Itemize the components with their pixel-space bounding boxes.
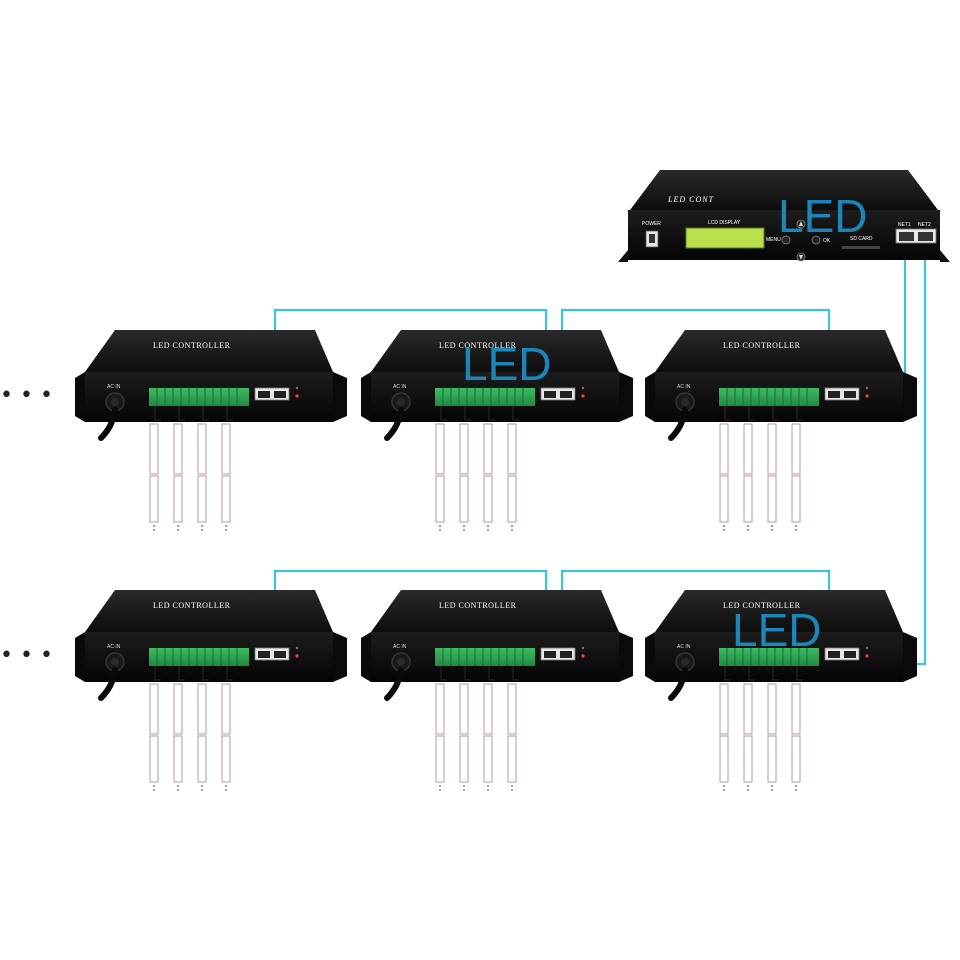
led-strip-icon — [767, 683, 777, 792]
sub-controller-r1-c1: LED CONTROLLER AC IN — [75, 330, 347, 438]
led-strip-icon — [221, 423, 231, 532]
sd-card-label: SD CARD — [850, 236, 873, 242]
ethernet-port-icon[interactable] — [895, 228, 937, 244]
led-strips-r1-c3 — [719, 423, 801, 532]
controller-title: LED CONTROLLER — [723, 341, 801, 350]
controller-title: LED CONTROLLER — [153, 341, 231, 350]
sd-card-slot — [842, 246, 880, 249]
ac-in-label: AC IN — [107, 644, 121, 650]
led-strip-icon — [483, 683, 493, 792]
led-strip-icon — [197, 683, 207, 792]
led-strip-icon — [483, 423, 493, 532]
sub-controller-r2-c3: LED CONTROLLER AC IN — [645, 590, 917, 698]
controller-title: LED CONTROLLER — [723, 601, 801, 610]
sub-controller-r2-c1: LED CONTROLLER AC IN — [75, 590, 347, 698]
led-strip-icon — [149, 423, 159, 532]
led-strip-icon — [719, 683, 729, 792]
led-strip-icon — [173, 683, 183, 792]
ok-label: OK — [823, 238, 831, 244]
led-strip-icon — [173, 423, 183, 532]
continuation-dots-row-2: • • • — [0, 643, 53, 668]
led-strip-icon — [435, 423, 445, 532]
ac-in-label: AC IN — [393, 644, 407, 650]
led-strip-icon — [435, 683, 445, 792]
sub-controller-r2-c2: LED CONTROLLER AC IN — [361, 590, 633, 698]
net2-label: NET2 — [918, 222, 931, 228]
continuation-dots-row-1: • • • — [0, 383, 53, 408]
led-strip-icon — [507, 423, 517, 532]
arrow-up-icon[interactable] — [796, 219, 806, 229]
ac-in-label: AC IN — [677, 644, 691, 650]
ok-button[interactable] — [811, 235, 821, 245]
menu-label: MENU — [766, 237, 781, 243]
led-strips-r2-c2 — [435, 683, 517, 792]
power-switch-icon[interactable] — [645, 230, 659, 248]
lcd-label: LCD DISPLAY — [708, 220, 741, 226]
led-strips-r1-c1 — [149, 423, 231, 532]
sub-controller-r1-c3: LED CONTROLLER AC IN — [645, 330, 917, 438]
led-strip-icon — [197, 423, 207, 532]
controller-title: LED CONTROLLER — [439, 341, 517, 350]
arrow-down-icon[interactable] — [796, 252, 806, 262]
led-strip-icon — [743, 423, 753, 532]
power-label: POWER — [642, 221, 661, 227]
led-strips-r1-c2 — [435, 423, 517, 532]
ac-in-label: AC IN — [107, 384, 121, 390]
net1-label: NET1 — [898, 222, 911, 228]
watermark-center: LED — [462, 338, 551, 390]
sub-controller-r1-c2: LED CONTROLLER AC IN — [361, 330, 633, 438]
led-strips-r2-c1 — [149, 683, 231, 792]
watermark-lower-right: LED — [732, 604, 821, 656]
led-strip-icon — [507, 683, 517, 792]
controller-title: LED CONTROLLER — [153, 601, 231, 610]
led-strip-icon — [791, 423, 801, 532]
lcd-display — [685, 227, 765, 249]
led-strip-icon — [791, 683, 801, 792]
led-strip-icon — [743, 683, 753, 792]
led-strip-icon — [719, 423, 729, 532]
led-strip-icon — [459, 423, 469, 532]
master-title: LED CONT — [667, 195, 714, 204]
master-controller: LED CONT POWER LCD DISPLAY MENU OK SD CA… — [618, 170, 950, 262]
ac-in-label: AC IN — [393, 384, 407, 390]
watermark-master: LED — [778, 190, 867, 242]
led-strip-icon — [221, 683, 231, 792]
ac-in-label: AC IN — [677, 384, 691, 390]
menu-button[interactable] — [781, 235, 791, 245]
controller-title: LED CONTROLLER — [439, 601, 517, 610]
led-strip-icon — [149, 683, 159, 792]
led-strip-icon — [459, 683, 469, 792]
led-strip-icon — [767, 423, 777, 532]
led-strips-r2-c3 — [719, 683, 801, 792]
